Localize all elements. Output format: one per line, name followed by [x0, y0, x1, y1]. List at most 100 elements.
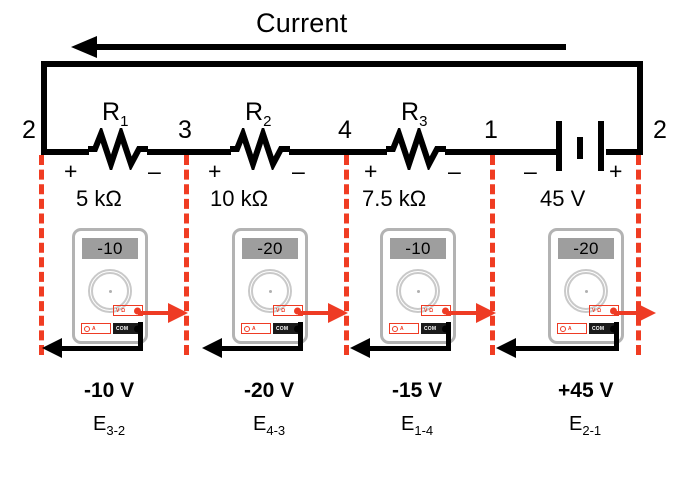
multimeter-1-red-lead-arrow — [168, 303, 188, 323]
resistor-R1-name-base: R — [102, 98, 121, 126]
current-label: Current — [256, 8, 348, 38]
multimeter-2-jack-volt-ohm[interactable]: V Ω — [273, 305, 303, 316]
multimeter-4-display: -20 — [558, 238, 614, 259]
multimeter-1-jack-volt-ohm[interactable]: V Ω — [113, 305, 143, 316]
multimeter-3-jack-amp-label: A — [400, 325, 404, 332]
multimeter-1-black-lead-vertical — [138, 322, 143, 351]
multimeter-2-jack-volt-ohm-label: V Ω — [276, 307, 286, 314]
multimeter-2-display: -20 — [242, 238, 298, 259]
multimeter-1-dial-center-dot — [109, 290, 112, 293]
multimeter-2-red-lead — [298, 311, 331, 315]
multimeter-1-black-lead-horizontal — [62, 346, 143, 351]
multimeter-4-jack-common-label: COM — [592, 325, 605, 332]
multimeter-4-dial-inner-ring — [567, 272, 605, 310]
measurement-designator-4-sub: 2-1 — [582, 423, 602, 438]
multimeter-4-jack-volt-ohm-port[interactable] — [609, 307, 617, 314]
multimeter-4-dial-outer-ring — [564, 269, 608, 313]
multimeter-3-jack-volt-ohm-port[interactable] — [441, 307, 449, 314]
resistor-R2-name-base: R — [245, 98, 264, 126]
multimeter-4-jack-amp[interactable]: A — [557, 323, 587, 334]
resistor-R1-name-sub: 1 — [120, 113, 129, 130]
multimeter-1[interactable]: -10 V Ω A COM — [72, 228, 148, 344]
multimeter-1-jack-volt-ohm-label: V Ω — [116, 307, 126, 314]
battery-value: 45 V — [540, 186, 586, 211]
multimeter-1-dial-outer-ring — [88, 269, 132, 313]
multimeter-3-black-lead-horizontal — [370, 346, 451, 351]
multimeter-2-jack-amp-label: A — [252, 325, 256, 332]
multimeter-3-jack-common-label: COM — [424, 325, 437, 332]
measurement-value-1: -10 V — [84, 379, 135, 402]
multimeter-4-black-lead-horizontal — [516, 346, 619, 351]
multimeter-3-dial-center-dot — [417, 290, 420, 293]
resistor-R3-name: R3 — [401, 98, 428, 130]
multimeter-2-jack-amp[interactable]: A — [241, 323, 271, 334]
multimeter-2-black-lead-vertical — [298, 322, 303, 351]
multimeter-4-jack-amp-port-icon — [560, 325, 566, 332]
node-label-2-left: 2 — [22, 116, 36, 144]
multimeter-1-dial-inner-ring — [91, 272, 129, 310]
multimeter-3[interactable]: -10 V Ω A COM — [380, 228, 456, 344]
resistor-R3-name-sub: 3 — [419, 113, 428, 130]
node-dashed-line-4 — [344, 155, 349, 355]
multimeter-2-jack-volt-ohm-port[interactable] — [293, 307, 301, 314]
measurement-designator-3: E1-4 — [401, 414, 433, 437]
wire-bottom-seg-2 — [147, 149, 231, 155]
multimeter-1-black-lead-arrow — [42, 338, 62, 358]
resistor-R2-name-sub: 2 — [263, 113, 272, 130]
measurement-value-4: +45 V — [558, 379, 614, 402]
multimeter-3-jack-common-port[interactable] — [441, 325, 449, 332]
battery-polarity-negative: – — [524, 158, 537, 184]
multimeter-4[interactable]: -20 V Ω A COM — [548, 228, 624, 344]
multimeter-1-jack-common-port[interactable] — [133, 325, 141, 332]
node-label-2-right: 2 — [653, 116, 667, 144]
multimeter-2-black-lead-horizontal — [222, 346, 303, 351]
multimeter-3-jack-amp-port-icon — [392, 325, 398, 332]
measurement-designator-2: E4-3 — [253, 414, 285, 437]
node-dashed-line-2-left — [39, 155, 44, 355]
resistor-R2-symbol — [230, 128, 290, 170]
resistor-R3-value: 7.5 kΩ — [362, 186, 427, 211]
multimeter-1-jack-amp-port-icon — [84, 325, 90, 332]
multimeter-4-jack-volt-ohm-label: V Ω — [592, 307, 602, 314]
multimeter-4-jack-volt-ohm[interactable]: V Ω — [589, 305, 619, 316]
multimeter-4-black-lead-vertical — [614, 322, 619, 351]
node-dashed-line-1 — [490, 155, 495, 355]
multimeter-4-dial-center-dot — [585, 290, 588, 293]
multimeter-2-jack-common-port[interactable] — [293, 325, 301, 332]
multimeter-2-jack-amp-port-icon — [244, 325, 250, 332]
multimeter-3-jack-volt-ohm[interactable]: V Ω — [421, 305, 451, 316]
measurement-designator-3-base: E — [401, 413, 415, 435]
multimeter-3-dial-outer-ring — [396, 269, 440, 313]
multimeter-3-jack-amp[interactable]: A — [389, 323, 419, 334]
multimeter-1-jack-common-label: COM — [116, 325, 129, 332]
wire-top — [41, 61, 643, 67]
multimeter-3-black-lead-arrow — [350, 338, 370, 358]
resistor-R1-value: 5 kΩ — [76, 186, 122, 211]
multimeter-1-jack-amp-label: A — [92, 325, 96, 332]
measurement-designator-2-base: E — [253, 413, 267, 435]
multimeter-2[interactable]: -20 V Ω A COM — [232, 228, 308, 344]
battery-plate-short-1 — [577, 137, 583, 159]
multimeter-4-red-lead — [614, 311, 640, 315]
wire-bottom-seg-3 — [289, 149, 387, 155]
multimeter-2-jack-common-label: COM — [276, 325, 289, 332]
multimeter-3-dial-inner-ring — [399, 272, 437, 310]
multimeter-1-red-lead — [138, 311, 171, 315]
multimeter-4-jack-common-port[interactable] — [609, 325, 617, 332]
multimeter-1-jack-volt-ohm-port[interactable] — [133, 307, 141, 314]
resistor-R2-value: 10 kΩ — [210, 186, 269, 211]
multimeter-2-black-lead-arrow — [202, 338, 222, 358]
multimeter-3-jack-volt-ohm-label: V Ω — [424, 307, 434, 314]
resistor-R2-polarity-right: – — [292, 158, 305, 184]
resistor-R3-symbol — [386, 128, 446, 170]
wire-bottom-seg-1 — [41, 149, 89, 155]
battery-plate-long-2 — [598, 121, 604, 171]
node-dashed-line-2-right — [636, 155, 641, 355]
node-label-4: 4 — [338, 116, 352, 144]
resistor-R1-name: R1 — [102, 98, 129, 130]
resistor-R3-name-base: R — [401, 98, 420, 126]
multimeter-3-display: -10 — [390, 238, 446, 259]
multimeter-3-black-lead-vertical — [446, 322, 451, 351]
multimeter-1-jack-amp[interactable]: A — [81, 323, 111, 334]
